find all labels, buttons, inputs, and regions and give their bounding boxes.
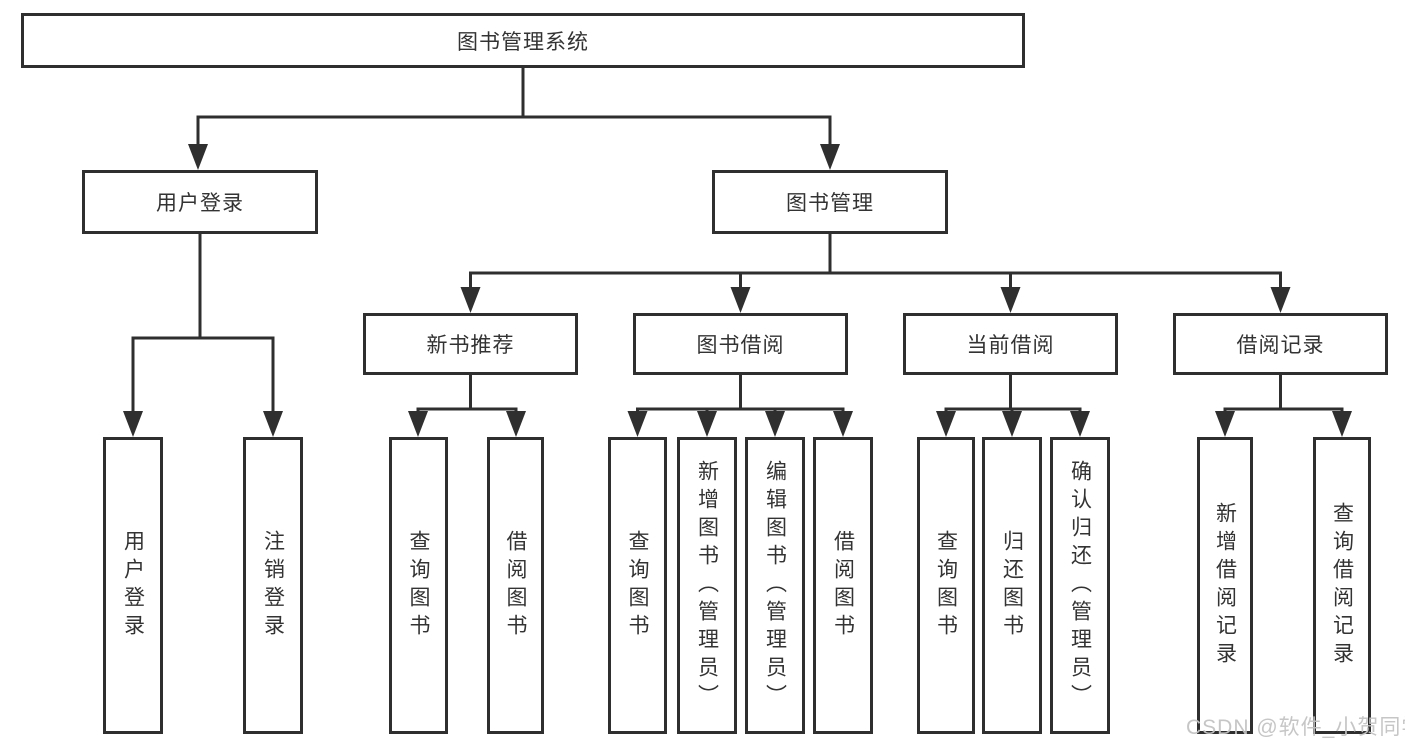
arrowhead-icon <box>460 287 481 313</box>
arrowhead-icon <box>1270 287 1291 313</box>
arrowhead-icon <box>697 411 717 437</box>
arrowhead-icon <box>1215 411 1235 437</box>
connector-book-mgmt-split <box>469 234 1282 288</box>
arrowhead-icon <box>123 411 143 437</box>
connector-level1-split <box>196 115 832 146</box>
connector-current-borrow-split <box>944 375 1082 413</box>
connector-borrow-record-split <box>1223 375 1344 413</box>
node-book-management: 图书管理 <box>712 170 948 234</box>
arrowhead-icon <box>1070 411 1090 437</box>
leaf-newbook-borrow: 借阅图书 <box>487 437 544 734</box>
arrowhead-icon <box>820 144 840 170</box>
arrowhead-icon <box>936 411 956 437</box>
leaf-borrow-add-book-admin: 新增图书（管理员） <box>677 437 737 734</box>
leaf-current-confirm-return-admin: 确认归还（管理员） <box>1050 437 1110 734</box>
leaf-logout: 注销登录 <box>243 437 303 734</box>
arrowhead-icon <box>765 411 785 437</box>
leaf-borrow-query: 查询图书 <box>608 437 667 734</box>
arrowheads-group <box>123 144 1352 437</box>
leaf-current-query: 查询图书 <box>917 437 975 734</box>
leaf-borrow-edit-book-admin: 编辑图书（管理员） <box>745 437 805 734</box>
node-borrow-record: 借阅记录 <box>1173 313 1388 375</box>
arrowhead-icon <box>833 411 853 437</box>
connector-new-book-split <box>416 375 518 413</box>
arrowhead-icon <box>627 411 648 437</box>
arrowhead-icon <box>408 411 428 437</box>
node-new-book-recommend: 新书推荐 <box>363 313 578 375</box>
node-user-login: 用户登录 <box>82 170 318 234</box>
leaf-borrow-book: 借阅图书 <box>813 437 873 734</box>
arrowhead-icon <box>730 287 751 313</box>
arrowhead-icon <box>188 144 208 170</box>
arrowhead-icon <box>1002 411 1022 437</box>
csdn-watermark: CSDN @软件_小贺同学 <box>1186 716 1405 739</box>
leaf-record-query: 查询借阅记录 <box>1313 437 1371 734</box>
arrowhead-icon <box>263 411 283 437</box>
arrowhead-icon <box>1000 287 1021 313</box>
leaf-current-return: 归还图书 <box>982 437 1042 734</box>
arrowhead-icon <box>1332 411 1352 437</box>
leaf-record-add: 新增借阅记录 <box>1197 437 1253 734</box>
node-root: 图书管理系统 <box>21 13 1025 68</box>
leaf-newbook-query: 查询图书 <box>389 437 448 734</box>
arrowhead-icon <box>506 411 526 437</box>
connector-user-login-split <box>131 234 275 413</box>
node-current-borrow: 当前借阅 <box>903 313 1118 375</box>
connector-book-borrow-split <box>636 375 845 413</box>
leaf-user-login: 用户登录 <box>103 437 163 734</box>
node-book-borrow: 图书借阅 <box>633 313 848 375</box>
